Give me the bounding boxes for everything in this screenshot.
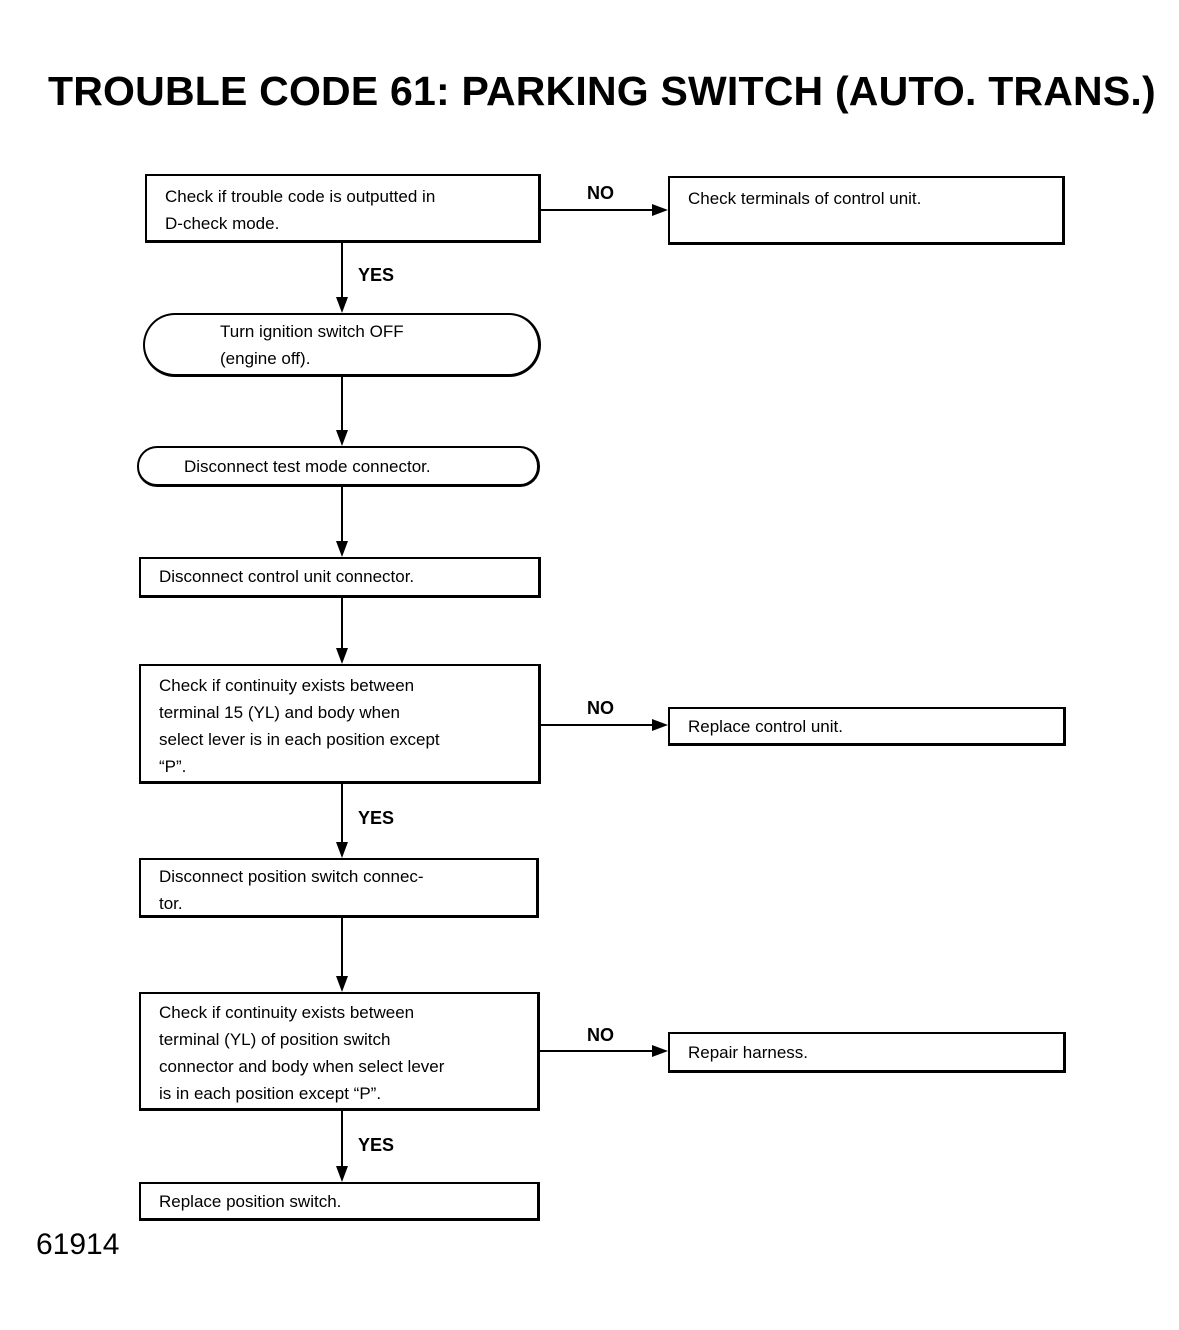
step-check-dcheck: Check if trouble code is outputted in D-… [145, 174, 541, 243]
arrowhead-pos-check [336, 976, 348, 992]
step-disconnect-pos: Disconnect position switch connec- tor. [139, 858, 539, 918]
arrowhead-cu-check [336, 648, 348, 664]
step-replace-pos: Replace position switch. [139, 1182, 540, 1221]
label-no-3: NO [587, 1025, 614, 1045]
arrowhead-ignition-test [336, 430, 348, 446]
arrowhead-yes-3 [336, 1166, 348, 1182]
figure-number: 61914 [36, 1228, 120, 1261]
label-yes-1: YES [358, 265, 395, 285]
label-no-2: NO [587, 698, 614, 718]
arrowhead-yes-1 [336, 297, 348, 313]
arrowhead-yes-2 [336, 842, 348, 858]
arrowhead-no-3 [652, 1045, 668, 1057]
label-yes-2: YES [358, 808, 395, 828]
label-yes-3: YES [358, 1135, 395, 1155]
step-disconnect-cu: Disconnect control unit connector. [139, 557, 541, 598]
page-title: TROUBLE CODE 61: PARKING SWITCH (AUTO. T… [48, 68, 1156, 114]
step-disconnect-test: Disconnect test mode connector. [137, 446, 540, 487]
step-repair-harness: Repair harness. [668, 1032, 1066, 1073]
step-check-terminals: Check terminals of control unit. [668, 176, 1065, 245]
step-replace-cu: Replace control unit. [668, 707, 1066, 746]
step-check-cont-15: Check if continuity exists between termi… [139, 664, 541, 784]
arrowhead-no-2 [652, 719, 668, 731]
label-no-1: NO [587, 183, 614, 203]
step-check-cont-yl: Check if continuity exists between termi… [139, 992, 540, 1111]
arrowhead-no-1 [652, 204, 668, 216]
arrowhead-test-cu [336, 541, 348, 557]
step-ignition-off: Turn ignition switch OFF (engine off). [143, 313, 541, 377]
